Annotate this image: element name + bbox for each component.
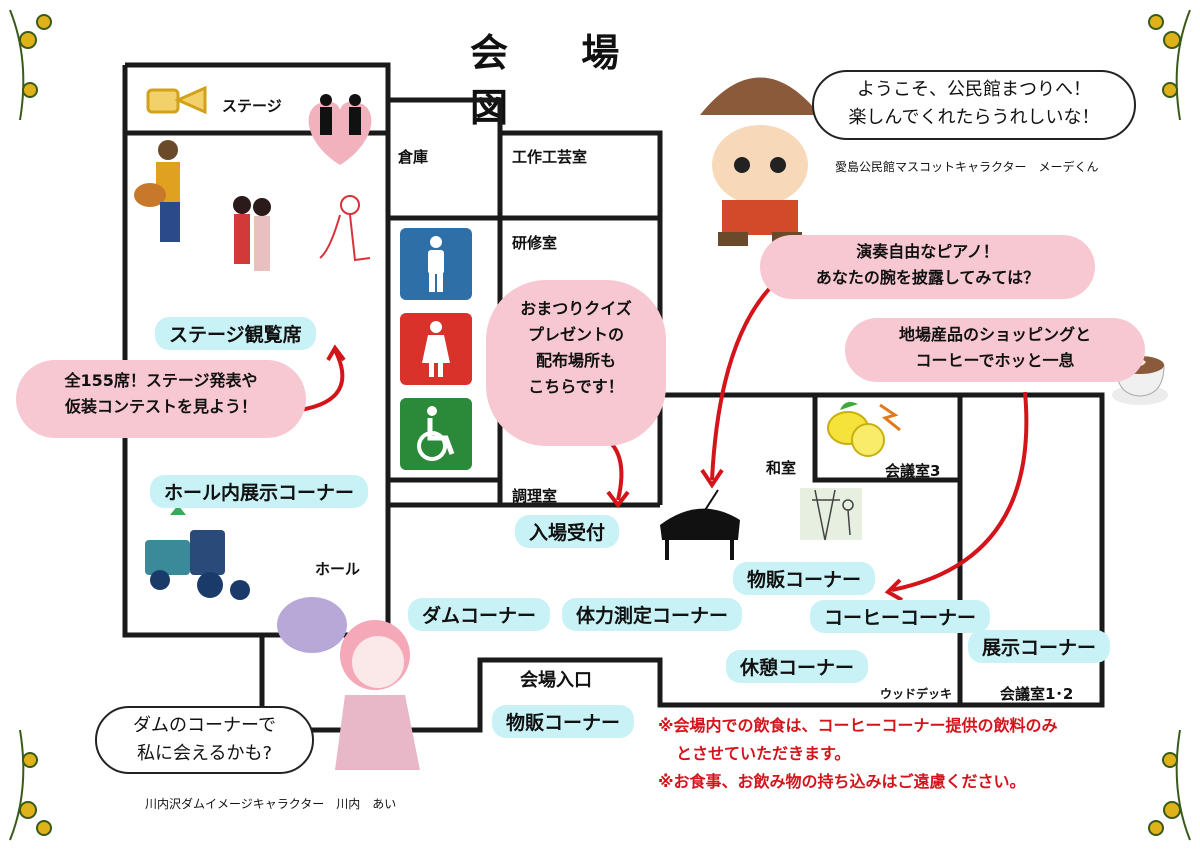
arrow-to-coffee — [891, 391, 1029, 592]
grand-piano-icon — [660, 489, 740, 560]
room-crafts: 工作工芸室 — [512, 148, 588, 166]
sales-corner-label-2: 物販コーナー — [492, 705, 635, 738]
men-restroom-icon — [400, 228, 472, 300]
seats-line-2: 仮装コンテストを見よう！ — [64, 397, 257, 416]
piano-line-1: 演奏自由なピアノ！ — [856, 242, 999, 261]
room-wood-deck: ウッドデッキ — [880, 687, 953, 701]
reception-label: 入場受付 — [515, 515, 620, 548]
arrow-to-seats — [299, 349, 345, 412]
shopping-line-2: コーヒーでホッと一息 — [915, 351, 1075, 370]
train-illustration-icon — [145, 505, 250, 600]
dam-bubble: ダムのコーナーで 私に会えるかも? — [95, 706, 314, 774]
arrow-to-piano — [710, 268, 792, 481]
dam-corner-label: ダムコーナー — [408, 598, 551, 631]
welcome-bubble: ようこそ、公民館まつりへ！ 楽しんでくれたらうれしいな！ — [812, 70, 1136, 140]
coffee-corner-label: コーヒーコーナー — [810, 600, 991, 633]
dancers-icon — [320, 94, 361, 135]
seats-bubble: 全155席！ステージ発表や 仮装コンテストを見よう！ — [16, 360, 306, 438]
seats-line-1: 全155席！ステージ発表や — [64, 371, 258, 390]
wheelchair-icon — [400, 398, 472, 470]
room-entrance: 会場入口 — [520, 670, 592, 691]
stage-seats-label: ステージ観覧席 — [155, 317, 316, 350]
room-cooking: 調理室 — [512, 487, 558, 505]
room-meeting3: 会議室3 — [885, 462, 941, 480]
shopping-line-1: 地場産品のショッピングと — [898, 325, 1091, 344]
women-restroom-icon — [400, 313, 472, 385]
artist-sketch-icon — [800, 488, 862, 541]
dam-line-2: 私に会えるかも? — [136, 743, 272, 764]
corner-flower-decoration — [9, 9, 1191, 841]
guitarist-icon — [134, 140, 180, 242]
sales-corner-label-1: 物販コーナー — [733, 562, 876, 595]
mascot-meede-kun — [700, 77, 820, 246]
fitness-corner-label: 体力測定コーナー — [562, 598, 743, 631]
note-line-1: ※会場内での飲食は、コーヒーコーナー提供の飲料のみ — [658, 716, 1058, 735]
shopping-bubble: 地場産品のショッピングと コーヒーでホッと一息 — [845, 318, 1145, 382]
quiz-bubble: おまつりクイズ プレゼントの 配布場所も こちらです！ — [486, 280, 666, 446]
heart-icon — [308, 101, 372, 165]
quiz-line-2: プレゼントの — [527, 325, 624, 344]
room-meeting12: 会議室1･2 — [1000, 685, 1074, 703]
quiz-line-1: おまつりクイズ — [520, 299, 632, 318]
quiz-line-3: 配布場所も — [535, 351, 616, 370]
hall-exhibit-label: ホール内展示コーナー — [150, 475, 369, 508]
room-stage: ステージ — [222, 97, 282, 115]
trumpet-icon — [146, 85, 207, 115]
exhibit-corner-label: 展示コーナー — [968, 630, 1111, 663]
note-line-2: とさせていただきます。 — [676, 744, 851, 763]
room-japanese: 和室 — [766, 459, 797, 477]
welcome-line-1: ようこそ、公民館まつりへ！ — [857, 79, 1091, 100]
quiz-line-4: こちらです！ — [528, 377, 624, 396]
lemon-icon — [827, 402, 901, 457]
piano-bubble: 演奏自由なピアノ！ あなたの腕を披露してみては？ — [760, 235, 1095, 299]
mascot-kawauchi-ai — [277, 597, 420, 770]
room-training: 研修室 — [512, 234, 558, 252]
notes-block: ※会場内での飲食は、コーヒーコーナー提供の飲料のみ とさせていただきます。 ※お… — [658, 712, 1058, 796]
room-storage: 倉庫 — [398, 148, 429, 166]
singers-icon — [233, 196, 271, 271]
rest-corner-label: 休憩コーナー — [726, 650, 869, 683]
welcome-line-2: 楽しんでくれたらうれしいな！ — [848, 107, 1100, 128]
room-hall: ホール — [315, 560, 361, 578]
note-line-3: ※お食事、お飲み物の持ち込みはご遠慮ください。 — [658, 772, 1026, 791]
dam-caption: 川内沢ダムイメージキャラクター 川内 あい — [145, 797, 397, 811]
dam-line-1: ダムのコーナーで — [133, 715, 276, 736]
piano-line-2: あなたの腕を披露してみては？ — [815, 268, 1040, 287]
mascot-caption: 愛島公民館マスコットキャラクター メーデくん — [835, 160, 1099, 174]
costume-performer-icon — [319, 195, 371, 262]
